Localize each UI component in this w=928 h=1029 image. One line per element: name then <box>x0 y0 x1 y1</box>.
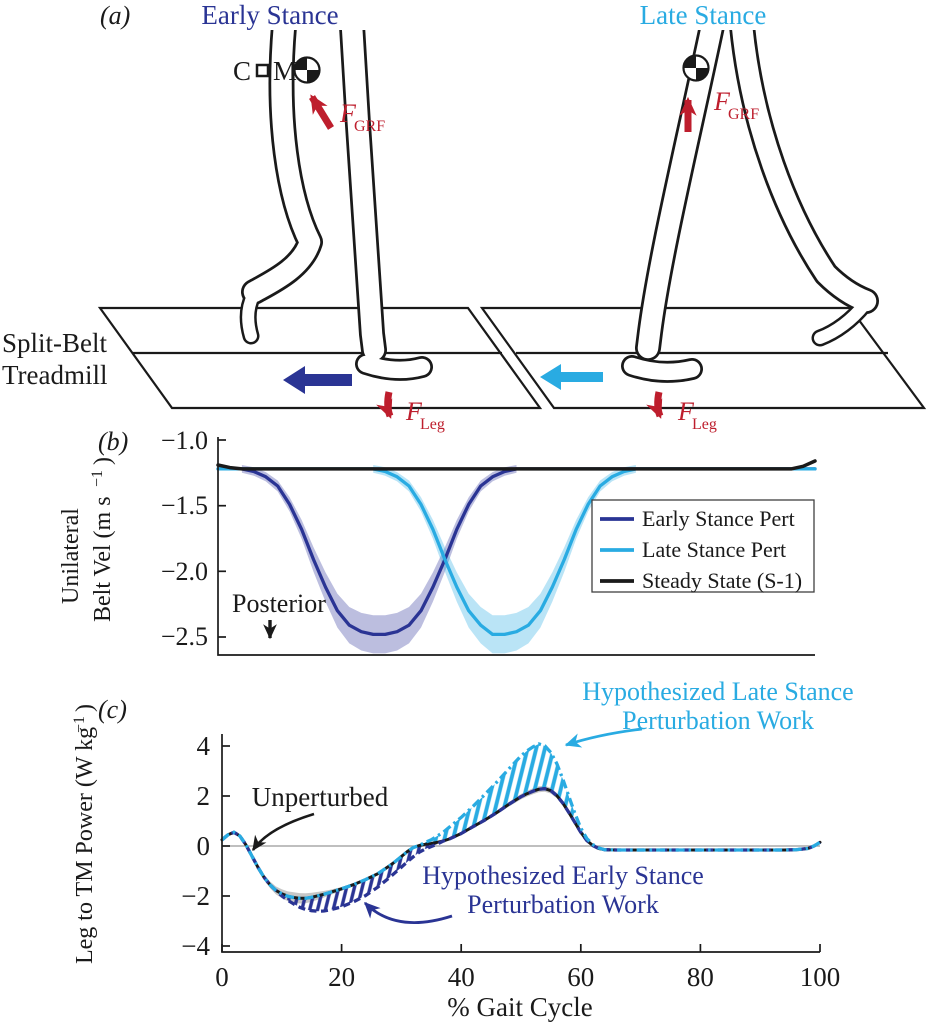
fgrf-subscript: GRF <box>354 118 385 135</box>
early-work-hatch <box>281 842 438 912</box>
panel-b-axes <box>217 437 815 656</box>
xtick-label: 40 <box>448 962 475 992</box>
ytick-label: 2 <box>197 781 211 811</box>
late-work-line2: Perturbation Work <box>622 706 814 735</box>
walker-early-stance <box>239 13 433 381</box>
com-label: C M <box>233 56 297 86</box>
panel-b-chart: −1.0 −1.5 −2.0 −2.5 (b) Unilateral Belt … <box>58 426 817 656</box>
split-belt-treadmill-label: Split-Belt Treadmill <box>2 328 108 390</box>
fleg-subscript: Leg <box>692 416 717 433</box>
xtick-label: 80 <box>687 962 714 992</box>
ylabel-close-paren: ) <box>72 704 98 712</box>
panel-c-ticks <box>221 745 821 952</box>
panel-b-curves <box>216 459 817 654</box>
split-belt-treadmill-left <box>97 306 543 410</box>
fleg-symbol: F <box>405 397 423 426</box>
late-pert-band <box>373 465 636 654</box>
late-work-line1: Hypothesized Late Stance <box>582 677 853 706</box>
legend-label-early: Early Stance Pert <box>642 506 795 531</box>
panel-a-diagram: (a) Early Stance Late Stance C M F GRF F… <box>0 0 928 433</box>
split-belt-line2: Treadmill <box>2 360 108 390</box>
com-label-m: M <box>273 56 297 86</box>
late-work-arrow-icon <box>564 727 643 748</box>
ylabel-superscript: −1 <box>71 716 88 733</box>
belt-arrow-late-icon <box>540 364 603 390</box>
torso-cut-mask <box>0 0 928 30</box>
panel-c-label: (c) <box>98 695 127 724</box>
fgrf-symbol: F <box>339 99 357 128</box>
late-hypothesized-curve <box>220 742 821 900</box>
xtick-label: 0 <box>215 962 229 992</box>
late-stance-work-annotation: Hypothesized Late Stance Perturbation Wo… <box>582 677 853 735</box>
unperturbed-annotation: Unperturbed <box>252 782 389 812</box>
late-stance-title: Late Stance <box>640 0 767 30</box>
ylabel-main: Leg to TM Power (W kg <box>72 727 98 964</box>
xtick-label: 20 <box>328 962 355 992</box>
posterior-annotation: Posterior <box>232 589 326 618</box>
xtick-label: 100 <box>800 962 841 992</box>
legend-label-late: Late Stance Pert <box>642 537 786 562</box>
fgrf-subscript: GRF <box>728 106 759 123</box>
late-work-hatch <box>425 743 599 849</box>
fgrf-label-late: F GRF <box>713 87 759 123</box>
early-hypothesized-curve <box>220 787 821 913</box>
ylabel-line1: Unilateral <box>58 508 84 604</box>
panel-b-yticks <box>218 439 226 638</box>
fgrf-label-early: F GRF <box>339 99 385 135</box>
early-work-arrow-icon <box>364 902 453 924</box>
legend-label-steady: Steady State (S-1) <box>642 568 802 593</box>
panel-c-chart: 4 2 0 −2 −4 0 20 40 60 80 100 % Gait Cyc… <box>71 677 854 1022</box>
ytick-label: 4 <box>197 731 211 761</box>
ytick-label: −1.0 <box>161 426 208 455</box>
panel-b-ylabel: Unilateral Belt Vel (m s −1 ) <box>58 457 116 622</box>
unperturbed-arrow-icon <box>251 812 315 852</box>
early-work-line2: Perturbation Work <box>467 890 659 919</box>
ytick-label: −2.5 <box>161 622 208 651</box>
panel-c-xtick-labels: 0 20 40 60 80 100 <box>215 962 840 992</box>
fleg-label-late: F Leg <box>677 397 717 433</box>
com-label-c: C <box>233 56 251 86</box>
panel-b-label: (b) <box>98 427 128 456</box>
ytick-label: 0 <box>197 831 211 861</box>
fleg-arrow-late-icon <box>646 391 664 419</box>
com-marker-early-icon <box>293 56 321 84</box>
unperturbed-sd-band <box>222 785 820 904</box>
ytick-label: −4 <box>181 931 210 961</box>
panel-c-ytick-labels: 4 2 0 −2 −4 <box>181 731 210 961</box>
ylabel-close-paren: ) <box>90 457 116 465</box>
early-stance-title: Early Stance <box>201 0 338 30</box>
fleg-symbol: F <box>677 397 695 426</box>
ylabel-line2: Belt Vel (m s <box>90 496 116 622</box>
panel-c-ylabel: Leg to TM Power (W kg −1 ) <box>71 704 98 964</box>
com-marker-late-icon <box>682 54 710 82</box>
panel-b-ytick-labels: −1.0 −1.5 −2.0 −2.5 <box>161 426 208 651</box>
fgrf-arrow-early-icon <box>309 94 334 130</box>
early-stance-work-annotation: Hypothesized Early Stance Perturbation W… <box>422 861 704 919</box>
fgrf-symbol: F <box>713 87 731 116</box>
fleg-arrow-early-icon <box>376 391 394 419</box>
panel-c-curves <box>220 742 822 913</box>
panel-c-xlabel: % Gait Cycle <box>447 992 592 1022</box>
belt-arrow-early-icon <box>283 366 352 394</box>
ytick-label: −1.5 <box>161 491 208 520</box>
com-square-icon <box>255 63 270 78</box>
ytick-label: −2 <box>181 881 210 911</box>
fleg-subscript: Leg <box>420 416 445 433</box>
early-work-line1: Hypothesized Early Stance <box>422 861 704 890</box>
panel-a-label: (a) <box>100 1 130 30</box>
early-pert-band <box>241 465 517 654</box>
panel-b-legend: Early Stance Pert Late Stance Pert Stead… <box>591 499 815 593</box>
xtick-label: 60 <box>567 962 594 992</box>
fleg-label-early: F Leg <box>405 397 445 433</box>
ylabel-superscript: −1 <box>89 470 106 487</box>
ytick-label: −2.0 <box>161 557 208 586</box>
steady-state-curve <box>216 459 817 471</box>
split-belt-line1: Split-Belt <box>2 328 108 358</box>
